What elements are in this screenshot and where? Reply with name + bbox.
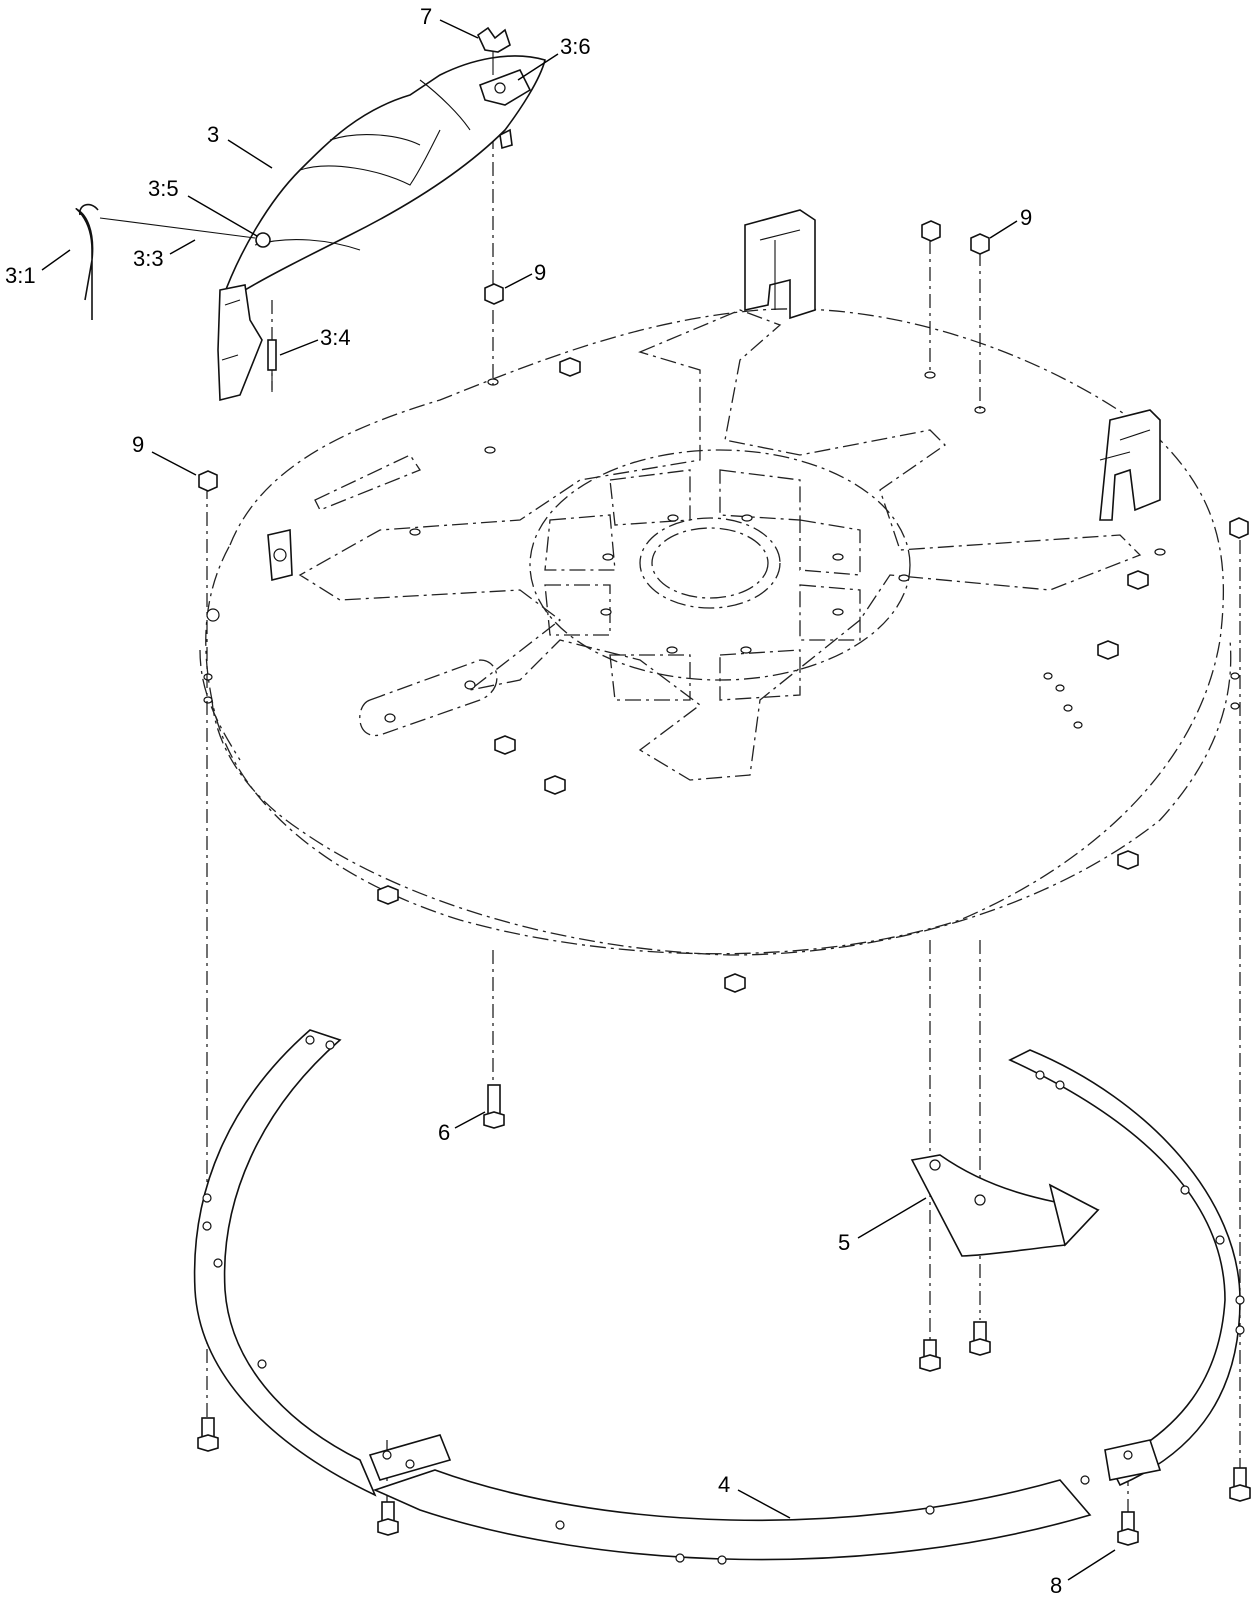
callout-3-1: 3:1	[5, 249, 71, 288]
callout-3-5: 3:5	[148, 176, 258, 237]
callout-8: 8	[1050, 1549, 1116, 1598]
callout-3-6: 3:6	[517, 34, 591, 81]
callout-5: 5	[838, 1197, 927, 1255]
callout-9-left: 9	[132, 432, 197, 476]
assembly-center-lines	[206, 135, 1241, 1512]
callout-4: 4	[718, 1472, 791, 1519]
carriage-bolts	[197, 1084, 1251, 1546]
baffle-plate	[910, 1154, 1100, 1257]
callout-label: 6	[438, 1120, 450, 1145]
deck-plate	[199, 209, 1240, 993]
skirt-band	[193, 1029, 1245, 1565]
callout-label: 9	[132, 432, 144, 457]
deflector-assembly	[217, 55, 546, 402]
callout-7: 7	[420, 4, 479, 39]
callout-9-right: 9	[989, 205, 1032, 239]
spring-pin	[267, 339, 277, 392]
callout-label: 3	[207, 122, 219, 147]
callout-label: 3:5	[148, 176, 179, 201]
callout-label: 9	[534, 260, 546, 285]
callout-3: 3	[207, 122, 273, 169]
wing-nut	[476, 26, 511, 75]
lanyard	[99, 217, 256, 239]
callout-label: 3:6	[560, 34, 591, 59]
callout-3-4: 3:4	[279, 325, 351, 356]
callout-label: 3:1	[5, 263, 36, 288]
grommet	[255, 232, 271, 248]
callout-3-3: 3:3	[133, 239, 196, 271]
callout-label: 4	[718, 1472, 730, 1497]
callout-label: 3:3	[133, 246, 164, 271]
callout-label: 9	[1020, 205, 1032, 230]
callout-9-center: 9	[504, 260, 546, 289]
flange-nuts	[198, 220, 1249, 539]
callout-6: 6	[438, 1111, 486, 1145]
callout-label: 5	[838, 1230, 850, 1255]
hair-pin-clip	[75, 203, 99, 320]
callout-label: 7	[420, 4, 432, 29]
callout-label: 8	[1050, 1573, 1062, 1598]
callout-label: 3:4	[320, 325, 351, 350]
